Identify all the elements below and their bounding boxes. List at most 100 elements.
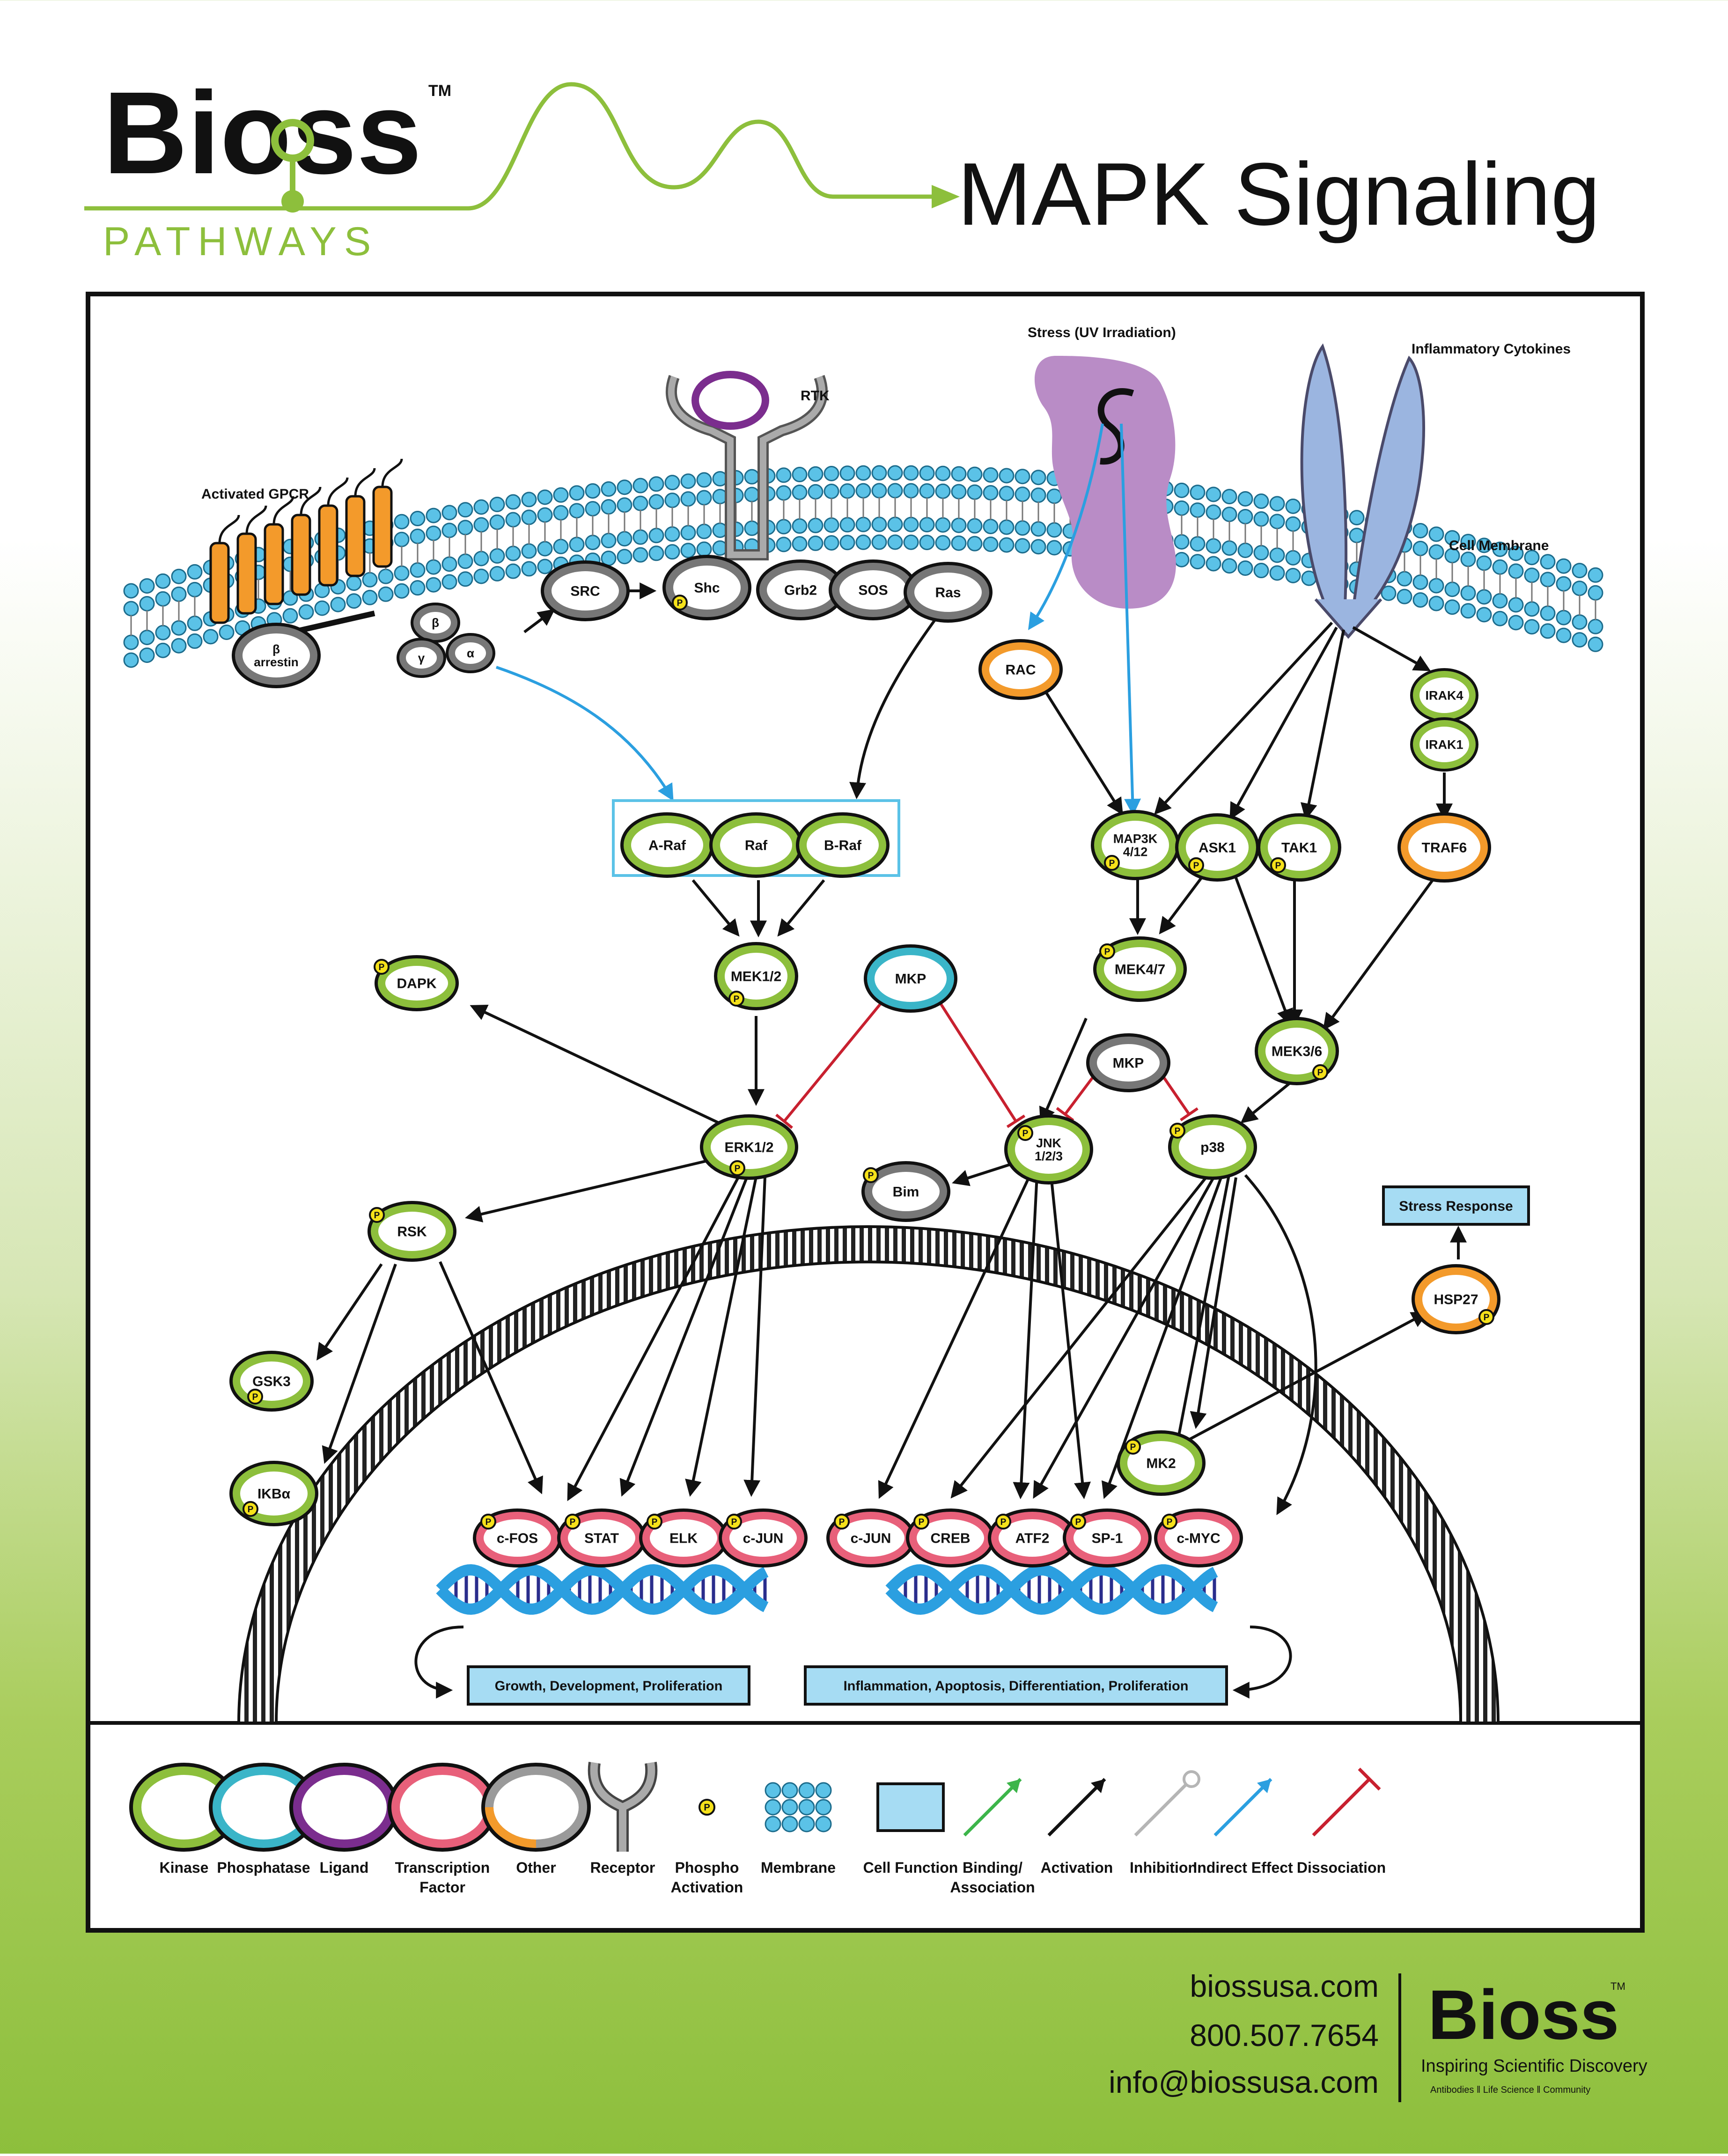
svg-text:Growth, Development, Prolifera: Growth, Development, Proliferation xyxy=(495,1678,723,1693)
elk-node-label: ELK xyxy=(669,1531,698,1546)
membrane-lipid xyxy=(187,581,203,597)
activation-edge xyxy=(743,1165,767,1497)
raf-node[interactable]: Raf xyxy=(709,812,803,878)
membrane-lipid xyxy=(648,494,664,510)
mek12-node-label: MEK1/2 xyxy=(731,969,781,985)
svg-text:P: P xyxy=(1130,1442,1136,1452)
erk12-node[interactable]: ERK1/2P xyxy=(700,1114,798,1180)
footer-website[interactable]: biossusa.com xyxy=(1190,1969,1379,2003)
legend-label: Activation xyxy=(1041,1859,1113,1876)
a-raf-node-label: A-Raf xyxy=(648,838,686,854)
grb2-node[interactable]: Grb2 xyxy=(756,559,845,620)
phospho-badge: P xyxy=(834,1514,850,1530)
src-node-label: SRC xyxy=(570,584,600,599)
footer-brand-logo: Bioss xyxy=(1428,1975,1619,2054)
a-raf-node[interactable]: A-Raf xyxy=(620,812,714,878)
membrane-lipid xyxy=(664,475,680,491)
footer-email[interactable]: info@biossusa.com xyxy=(1109,2065,1379,2099)
activation-edge xyxy=(619,1165,753,1497)
g-beta-node[interactable]: β xyxy=(411,603,460,643)
mek47-node[interactable]: MEK4/7P xyxy=(1093,936,1187,1002)
membrane-lipid xyxy=(935,517,951,533)
activation-edge xyxy=(1184,1311,1429,1443)
membrane-lipid xyxy=(1428,526,1444,542)
footer-phone[interactable]: 800.507.7654 xyxy=(1190,2018,1379,2053)
membrane-lipid xyxy=(1444,530,1460,546)
membrane-lipid xyxy=(1556,576,1572,592)
brand-logo-text: Bioss xyxy=(103,67,422,198)
phospho-badge: P xyxy=(995,1514,1011,1530)
indirect-edge xyxy=(1028,423,1104,630)
rac-node[interactable]: RAC xyxy=(978,639,1063,700)
membrane-lipid xyxy=(1285,567,1301,583)
src-node[interactable]: SRC xyxy=(541,560,630,621)
membrane-lipid xyxy=(553,487,569,503)
membrane-lipid xyxy=(648,545,664,561)
outcome-left-box: Growth, Development, Proliferation xyxy=(467,1665,750,1706)
ras-node[interactable]: Ras xyxy=(904,562,993,623)
membrane-lipid xyxy=(1269,496,1285,512)
irak4-node[interactable]: IRAK4 xyxy=(1410,668,1478,722)
membrane-lipid xyxy=(967,536,983,552)
membrane-lipid xyxy=(139,578,155,594)
membrane-lipid xyxy=(919,465,935,481)
activation-edge xyxy=(1033,673,1123,816)
irak1-node[interactable]: IRAK1 xyxy=(1410,717,1478,772)
traf6-node[interactable]: TRAF6 xyxy=(1397,812,1491,883)
activation-edge xyxy=(777,879,825,937)
svg-text:P: P xyxy=(1175,1126,1181,1136)
phospho-badge: P xyxy=(728,991,744,1007)
gpcr-loop xyxy=(272,496,294,525)
beta-arrestin-node-label: arrestin xyxy=(254,655,298,669)
membrane-lipid xyxy=(1460,552,1476,567)
sp1-node[interactable]: SP-1P xyxy=(1063,1508,1152,1567)
beta-arrestin-node-label: β xyxy=(272,642,280,656)
membrane-lipid xyxy=(1476,589,1492,605)
phospho-badge: P xyxy=(369,1207,385,1223)
activation-edge xyxy=(878,1174,1031,1499)
membrane-lipid xyxy=(1492,593,1508,609)
mek12-node[interactable]: MEK1/2P xyxy=(714,942,798,1010)
membrane-lipid xyxy=(569,537,585,552)
mkp-right-node[interactable]: MKP xyxy=(1086,1033,1170,1092)
sos-node[interactable]: SOS xyxy=(829,559,918,620)
dapk-node-label: DAPK xyxy=(397,976,436,992)
g-alpha-node[interactable]: α xyxy=(446,633,495,673)
gpcr-loop xyxy=(381,458,403,487)
b-raf-node[interactable]: B-Raf xyxy=(796,812,890,878)
mek36-node[interactable]: MEK3/6P xyxy=(1255,1017,1339,1085)
membrane-lipid xyxy=(1190,554,1206,570)
legend-item-receptor: Receptor xyxy=(588,1762,658,1876)
activation-edge xyxy=(1232,1626,1292,1699)
membrane-lipid xyxy=(441,574,457,590)
g-gamma-node[interactable]: γ xyxy=(397,638,446,678)
membrane-lipid xyxy=(410,562,426,578)
membrane-lipid xyxy=(808,535,824,551)
legend-item-ligand: Ligand xyxy=(289,1763,399,1876)
mkp-left-node[interactable]: MKP xyxy=(864,944,957,1013)
dna-left-strand-a xyxy=(436,1564,769,1615)
